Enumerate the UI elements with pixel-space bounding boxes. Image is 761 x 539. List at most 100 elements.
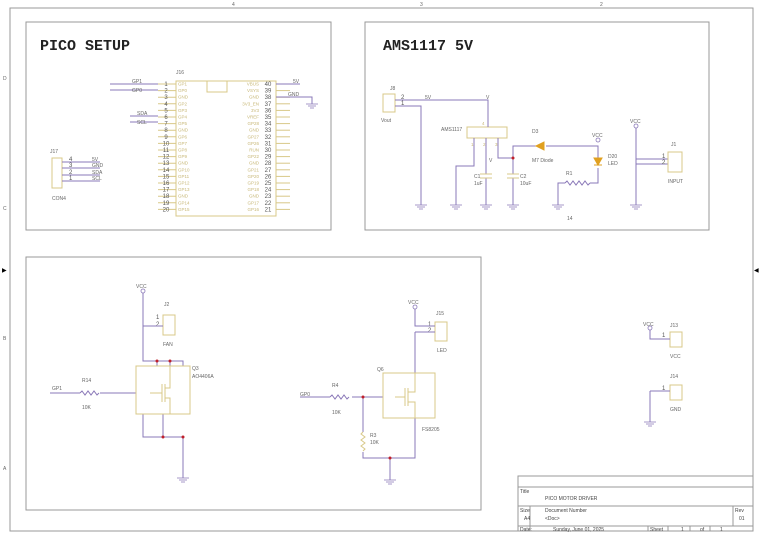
pin-number: 28 <box>265 161 272 167</box>
pin-name: GP22 <box>247 154 259 159</box>
pin-name: 3V3_EN <box>242 101 259 106</box>
svg-text:10K: 10K <box>370 440 380 446</box>
svg-text:J15: J15 <box>436 311 444 317</box>
svg-text:V: V <box>486 95 490 101</box>
pin-name: 3V3 <box>251 108 260 113</box>
ground-icon <box>450 204 462 210</box>
pin-number: 20 <box>163 207 170 213</box>
svg-text:LED: LED <box>437 348 447 354</box>
svg-text:3: 3 <box>495 142 498 147</box>
ams1117-regulator[interactable] <box>466 126 508 139</box>
pin-name: GP12 <box>178 181 190 186</box>
pin-number: 34 <box>265 122 272 128</box>
q3-mosfet[interactable] <box>135 365 191 415</box>
pin-name: GND <box>249 161 260 166</box>
j8-connector[interactable] <box>382 93 396 113</box>
j13-connector[interactable] <box>669 331 683 348</box>
pin-name: GP26 <box>247 141 259 146</box>
svg-text:GP0: GP0 <box>300 392 310 398</box>
net-label: 5V <box>92 157 99 163</box>
pin-name: GND <box>178 161 189 166</box>
svg-text:Q3: Q3 <box>192 366 199 372</box>
center-marker-right: ◀ <box>754 268 759 274</box>
svg-text:Document Number: Document Number <box>545 508 587 514</box>
svg-text:D20: D20 <box>608 154 617 160</box>
svg-text:2: 2 <box>428 328 432 334</box>
ground-icon <box>507 204 519 210</box>
j2-fan-connector[interactable] <box>162 314 176 336</box>
d20-led[interactable] <box>593 157 603 167</box>
pin-number: 16 <box>163 181 170 187</box>
pin-name: GP15 <box>178 207 190 212</box>
pin-name: GND <box>249 95 260 100</box>
pin-name: GP14 <box>178 200 190 205</box>
svg-text:1: 1 <box>662 154 666 160</box>
col-label: 2 <box>600 2 603 8</box>
section-title: AMS1117 5V <box>383 38 473 55</box>
svg-text:1: 1 <box>69 176 73 182</box>
pin-name: RUN <box>249 148 259 153</box>
svg-text:1uF: 1uF <box>474 181 483 187</box>
svg-text:2: 2 <box>69 170 73 176</box>
j17-connector[interactable] <box>51 157 63 189</box>
pin-number: 27 <box>265 168 272 174</box>
ground-icon <box>630 204 642 210</box>
pin-name: VREF <box>247 115 259 120</box>
usb-notch <box>206 80 228 93</box>
pin-name: GP21 <box>247 167 259 172</box>
pin-number: 24 <box>265 188 272 194</box>
row-label: C <box>3 206 7 212</box>
net-label: SDA <box>92 170 103 176</box>
pin-name: GP16 <box>247 207 259 212</box>
pin-number: 39 <box>265 89 272 95</box>
r3-resistor <box>360 431 366 452</box>
net-label: GP1 <box>132 79 142 85</box>
j14-connector[interactable] <box>669 384 683 401</box>
misc-connectors: VCC J13 1 VCC J14 1 GND <box>643 322 683 427</box>
ground-icon <box>177 477 189 483</box>
q6-mosfet[interactable] <box>382 372 436 419</box>
border-ticks: 4 3 2 D C B A ▶ ◀ <box>2 2 759 472</box>
pin-number: 29 <box>265 155 272 161</box>
col-label: 4 <box>232 2 235 8</box>
pin-number: 32 <box>265 135 272 141</box>
pin-number: 19 <box>163 201 170 207</box>
net-label: SDA <box>137 111 148 117</box>
pin-number: 1 <box>164 82 168 88</box>
pin-number: 25 <box>265 181 272 187</box>
pin-name: VBUS <box>247 82 259 87</box>
pin-number: 15 <box>163 174 170 180</box>
svg-text:Rev: Rev <box>735 508 744 514</box>
d3-diode[interactable] <box>534 141 545 151</box>
pin-number: 18 <box>163 194 170 200</box>
row-label: B <box>3 336 7 342</box>
svg-text:R14: R14 <box>82 378 91 384</box>
svg-text:J1: J1 <box>671 142 677 148</box>
pin-name: GP27 <box>247 134 259 139</box>
pin-number: 37 <box>265 102 272 108</box>
pin-name: GND <box>249 194 260 199</box>
j17-value: CON4 <box>52 196 66 202</box>
sheet-border <box>9 7 754 532</box>
svg-text:VCC: VCC <box>670 354 681 360</box>
pico-chip[interactable] <box>175 80 277 217</box>
pin-name: GND <box>249 128 260 133</box>
j17-ref: J17 <box>50 149 58 155</box>
pin-number: 17 <box>163 188 170 194</box>
junction <box>511 156 515 160</box>
svg-text:1: 1 <box>401 101 405 107</box>
pin-number: 40 <box>265 82 272 88</box>
svg-text:1: 1 <box>471 142 474 147</box>
pin-number: 26 <box>265 174 272 180</box>
pin-name: GP5 <box>178 121 188 126</box>
j15-led-connector[interactable] <box>434 321 448 342</box>
svg-text:Date:: Date: <box>520 527 532 533</box>
pin-name: GP17 <box>247 200 259 205</box>
pin-number: 33 <box>265 128 272 134</box>
svg-text:INPUT: INPUT <box>668 179 683 185</box>
svg-text:GP1: GP1 <box>52 386 62 392</box>
svg-text:VCC: VCC <box>592 133 603 139</box>
svg-text:2: 2 <box>401 95 405 101</box>
pin-number: 35 <box>265 115 272 121</box>
j1-connector[interactable] <box>667 151 683 173</box>
